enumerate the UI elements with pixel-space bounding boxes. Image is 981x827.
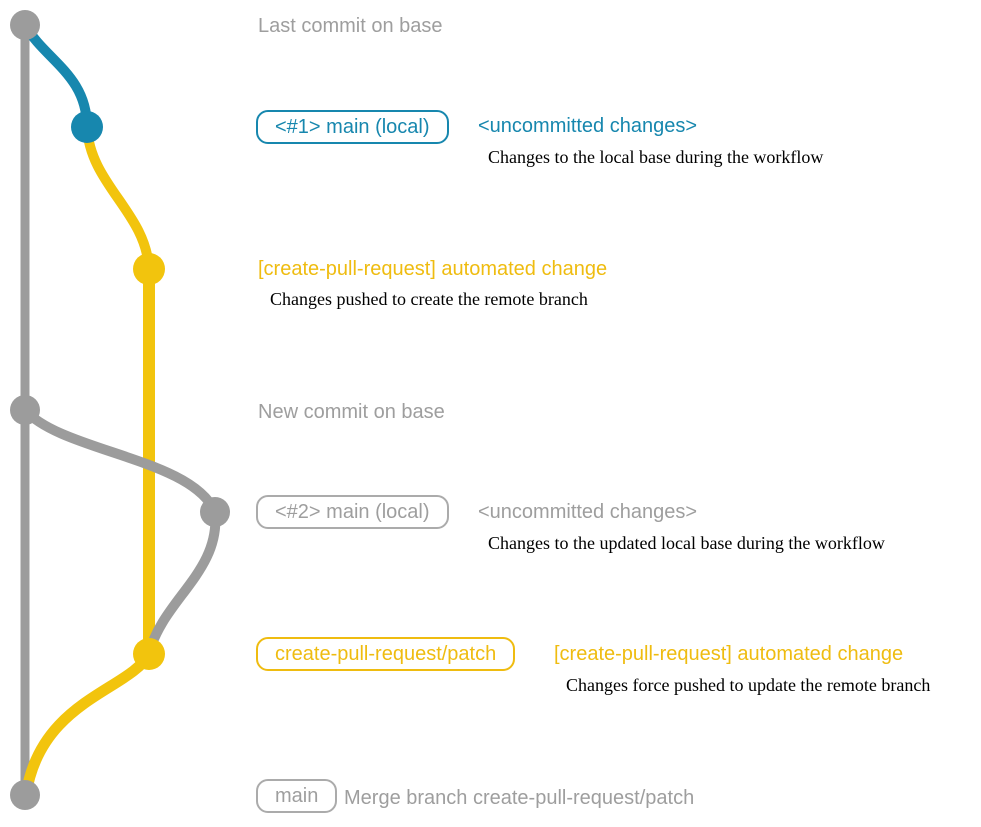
commit-node-last-commit-on-base bbox=[10, 10, 40, 40]
uncommitted-changes-status-1: <uncommitted changes> bbox=[478, 115, 698, 137]
push2-note: Changes force pushed to update the remot… bbox=[566, 675, 931, 695]
branch-badge-main-local-1: <#1> main (local) bbox=[256, 110, 449, 144]
merge-commit-message: Merge branch create-pull-request/patch bbox=[344, 787, 695, 809]
local-main-2-out-curve bbox=[20, 405, 220, 517]
commit-node-remote-branch-updated bbox=[133, 638, 165, 670]
branch-badge-main: main bbox=[256, 779, 338, 813]
local1-note: Changes to the local base during the wor… bbox=[488, 147, 824, 167]
commit-node-merge-commit bbox=[10, 780, 40, 810]
push1-commit-message: [create-pull-request] automated change bbox=[258, 258, 608, 280]
remote-branch-push-curve bbox=[82, 122, 154, 274]
branch-badge-create-pull-request-patch: create-pull-request/patch bbox=[256, 637, 516, 671]
uncommitted-changes-status-2: <uncommitted changes> bbox=[478, 501, 698, 523]
commit-node-local-main-2 bbox=[200, 497, 230, 527]
merge-curve bbox=[20, 648, 155, 801]
push2-commit-message: [create-pull-request] automated change bbox=[554, 643, 904, 665]
push1-note: Changes pushed to create the remote bran… bbox=[270, 289, 588, 309]
commit-node-remote-branch-created bbox=[133, 253, 165, 285]
local-main-2-in-curve bbox=[144, 507, 221, 659]
commit-graph bbox=[10, 10, 230, 810]
commit-node-local-main-1 bbox=[71, 111, 103, 143]
last-commit-label: Last commit on base bbox=[258, 15, 443, 37]
commit-node-new-commit-on-base bbox=[10, 395, 40, 425]
local-main-1-curve bbox=[20, 20, 92, 132]
branch-badge-main-local-2: <#2> main (local) bbox=[256, 495, 449, 529]
local2-note: Changes to the updated local base during… bbox=[488, 533, 885, 553]
new-commit-label: New commit on base bbox=[258, 401, 445, 423]
